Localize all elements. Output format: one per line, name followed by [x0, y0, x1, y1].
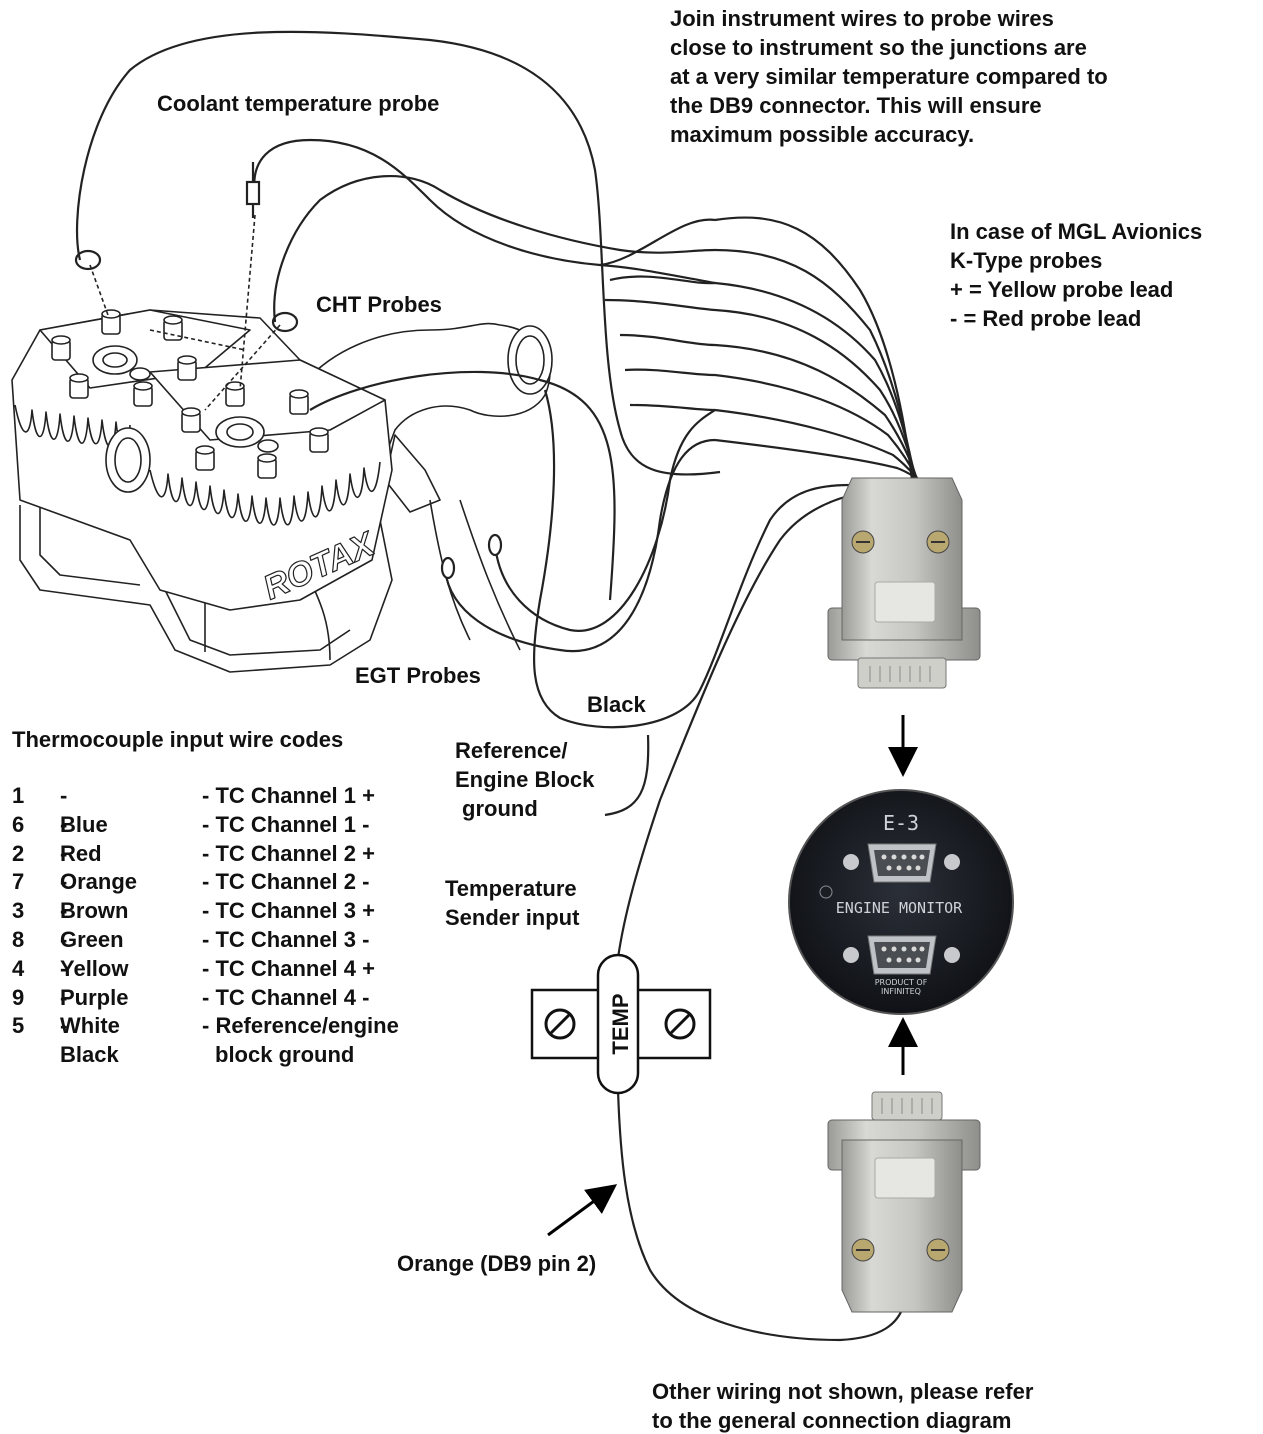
wire-code-channel: - TC Channel 4 +	[202, 955, 375, 981]
wire-code-pin: 5	[12, 1013, 25, 1039]
wire-code-color: - Yellow	[60, 926, 129, 981]
wire-code-color: - Brown	[60, 869, 129, 924]
wire-code-pin: 2	[12, 840, 25, 866]
wire-code-pin: 1	[12, 783, 25, 808]
monitor-maker-line1: PRODUCT OF	[875, 978, 928, 987]
wire-code-channel: - TC Channel 3 +	[202, 898, 375, 924]
monitor-name: ENGINE MONITOR	[836, 899, 963, 917]
wire-code-channel: - TC Channel 4 -	[202, 984, 370, 1010]
wire-code-channel: - TC Channel 2 -	[202, 869, 370, 895]
wire-code-channel: - TC Channel 3 -	[202, 926, 370, 952]
wire-code-pin: 9	[12, 984, 25, 1010]
cht-probes-label: CHT Probes	[316, 292, 442, 317]
monitor-model: E-3	[883, 811, 919, 835]
wire-code-channel: - TC Channel 2 +	[202, 840, 375, 866]
black-wire-label: Black	[587, 692, 646, 717]
temp-label: TEMP	[608, 993, 633, 1054]
wire-code-pin: 3	[12, 898, 25, 924]
orange-arrow	[547, 1184, 618, 1237]
wire-code-continuation: block ground	[215, 1042, 355, 1068]
probe-wires	[74, 30, 921, 1342]
wire-code-pin: 6	[12, 811, 25, 837]
db9-connector-top	[827, 477, 981, 689]
wire-code-color: - Orange	[60, 840, 138, 895]
wire-code-color: - Blue	[60, 783, 108, 837]
temp-sender-block: TEMP	[530, 953, 712, 1095]
wire-code-channel: - TC Channel 1 -	[202, 811, 370, 837]
wire-code-color: - Black	[60, 1013, 119, 1068]
wire-code-color: - Purple	[60, 955, 129, 1010]
db9-connector-bottom	[827, 1091, 981, 1313]
temp-sender-label: Temperature Sender input	[445, 876, 580, 930]
orange-wire-label: Orange (DB9 pin 2)	[397, 1251, 597, 1276]
wire-code-pin: 7	[12, 869, 25, 895]
other-wiring-note: Other wiring not shown, please refer to …	[652, 1379, 1034, 1433]
wire-code-color: - Red	[60, 811, 102, 866]
coolant-probe-label: Coolant temperature probe	[157, 91, 440, 116]
wire-code-pin: 4	[12, 955, 25, 981]
wire-code-channel: - Reference/engine	[202, 1013, 399, 1039]
join-note: Join instrument wires to probe wires clo…	[670, 6, 1108, 147]
reference-ground-label: Reference/ Engine Block ground	[455, 738, 595, 821]
egt-probes-label: EGT Probes	[355, 663, 481, 688]
mgl-note: In case of MGL Avionics K-Type probes + …	[950, 219, 1203, 331]
monitor-maker-line2: INFINITEQ	[881, 987, 921, 996]
engine-monitor-instrument: E-3 ENGINE MONITOR PRODUCT OF INFINITEQ	[788, 789, 1014, 1015]
wire-code-pin: 8	[12, 926, 25, 952]
wire-codes-title: Thermocouple input wire codes	[12, 727, 344, 752]
wire-code-color: - Green	[60, 898, 124, 952]
wire-code-channel: - TC Channel 1 +	[202, 783, 375, 808]
wire-code-color: - White	[60, 984, 120, 1039]
rotax-engine-drawing: ROTAX	[11, 214, 553, 673]
